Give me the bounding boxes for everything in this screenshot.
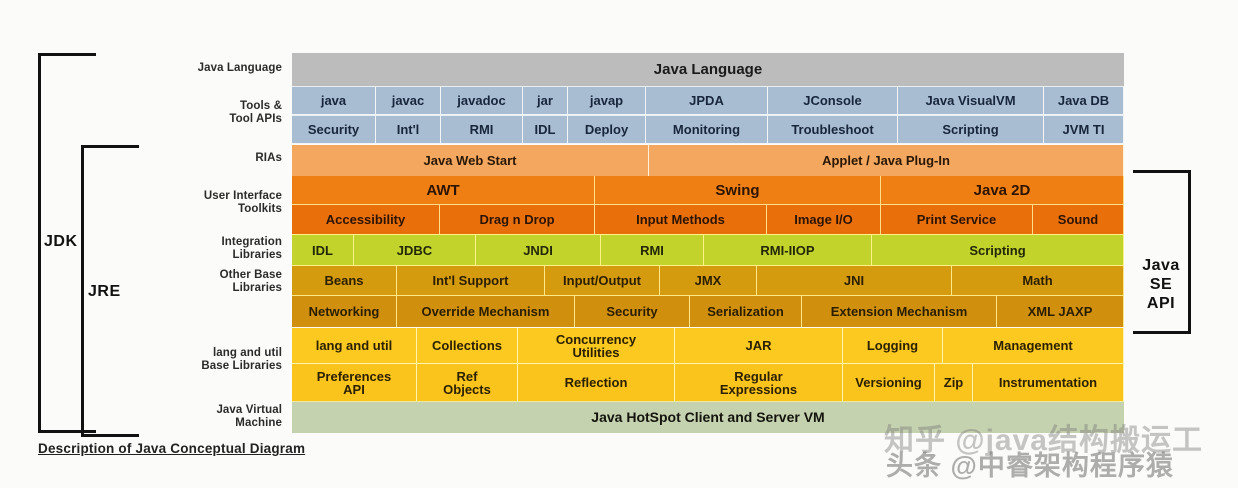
cell-intl[interactable]: Int'l bbox=[376, 116, 441, 144]
cell-jar[interactable]: jar bbox=[523, 87, 568, 115]
row-label-java-language: Java Language bbox=[197, 62, 282, 74]
band-java-virtual-machine: Java HotSpot Client and Server VM bbox=[292, 401, 1124, 433]
cell-rmi-iiop[interactable]: RMI-IIOP bbox=[704, 235, 872, 265]
cell-override-mechanism[interactable]: Override Mechanism bbox=[397, 296, 575, 327]
jdk-bracket-bottom bbox=[38, 430, 96, 433]
cell-management[interactable]: Management bbox=[943, 328, 1124, 364]
java-se-api-bracket-spine bbox=[1188, 170, 1191, 334]
cell-input-methods[interactable]: Input Methods bbox=[595, 205, 767, 234]
cell-logging[interactable]: Logging bbox=[843, 328, 943, 364]
jdk-bracket-top bbox=[38, 53, 96, 56]
jdk-bracket bbox=[38, 53, 100, 433]
cell-extension-mechanism[interactable]: Extension Mechanism bbox=[802, 296, 997, 327]
jre-bracket-spine bbox=[81, 145, 84, 437]
row-label-other-base-libraries: Other Base Libraries bbox=[219, 269, 282, 294]
cell-idl-integration[interactable]: IDL bbox=[292, 235, 354, 265]
cell-preferences-api[interactable]: Preferences API bbox=[292, 364, 417, 401]
cell-jpda[interactable]: JPDA bbox=[646, 87, 768, 115]
jre-bracket bbox=[81, 145, 143, 437]
cell-scripting-integration[interactable]: Scripting bbox=[872, 235, 1124, 265]
cell-java-visualvm[interactable]: Java VisualVM bbox=[898, 87, 1044, 115]
cell-input-output[interactable]: Input/Output bbox=[545, 266, 660, 296]
jre-label: JRE bbox=[88, 283, 121, 300]
cell-lang-and-util[interactable]: lang and util bbox=[292, 328, 417, 364]
cell-java-web-start[interactable]: Java Web Start bbox=[292, 145, 649, 176]
cell-xml-jaxp[interactable]: XML JAXP bbox=[997, 296, 1124, 327]
cell-math[interactable]: Math bbox=[952, 266, 1124, 296]
cell-instrumentation[interactable]: Instrumentation bbox=[973, 364, 1124, 401]
cell-security[interactable]: Security bbox=[292, 116, 376, 144]
cell-beans[interactable]: Beans bbox=[292, 266, 397, 296]
cell-print-service[interactable]: Print Service bbox=[881, 205, 1033, 234]
cell-regular-expressions[interactable]: Regular Expressions bbox=[675, 364, 843, 401]
cell-concurrency-utilities[interactable]: Concurrency Utilities bbox=[518, 328, 675, 364]
row-label-tools: Tools & Tool APIs bbox=[229, 100, 282, 125]
cell-troubleshoot[interactable]: Troubleshoot bbox=[768, 116, 898, 144]
cell-collections[interactable]: Collections bbox=[417, 328, 518, 364]
cell-reflection[interactable]: Reflection bbox=[518, 364, 675, 401]
cell-applet-java-plug-in[interactable]: Applet / Java Plug-In bbox=[649, 145, 1124, 176]
cell-sound[interactable]: Sound bbox=[1033, 205, 1124, 234]
cell-jvm-ti[interactable]: JVM TI bbox=[1044, 116, 1124, 144]
cell-scripting[interactable]: Scripting bbox=[898, 116, 1044, 144]
band-tools-row-2: Security Int'l RMI IDL Deploy Monitoring… bbox=[292, 115, 1124, 144]
band-java-language: Java Language bbox=[292, 53, 1124, 86]
jdk-label: JDK bbox=[44, 233, 78, 250]
band-lang-util-row-1: lang and util Collections Concurrency Ut… bbox=[292, 328, 1124, 364]
cell-networking[interactable]: Networking bbox=[292, 296, 397, 327]
cell-javap[interactable]: javap bbox=[568, 87, 646, 115]
cell-awt[interactable]: AWT bbox=[292, 176, 595, 205]
cell-security-base[interactable]: Security bbox=[575, 296, 690, 327]
row-label-lang-util-base-libraries: lang and util Base Libraries bbox=[201, 347, 282, 372]
row-label-java-virtual-machine: Java Virtual Machine bbox=[216, 404, 282, 429]
cell-idl[interactable]: IDL bbox=[523, 116, 568, 144]
cell-deploy[interactable]: Deploy bbox=[568, 116, 646, 144]
band-other-base-row-1: Beans Int'l Support Input/Output JMX JNI… bbox=[292, 266, 1124, 296]
cell-javac[interactable]: javac bbox=[376, 87, 441, 115]
cell-jdbc[interactable]: JDBC bbox=[354, 235, 476, 265]
cell-java[interactable]: java bbox=[292, 87, 376, 115]
java-se-api-bracket bbox=[1133, 170, 1195, 334]
row-label-integration-libraries: Integration Libraries bbox=[221, 236, 282, 261]
row-label-ui-toolkits: User Interface Toolkits bbox=[203, 190, 282, 215]
cell-serialization[interactable]: Serialization bbox=[690, 296, 802, 327]
cell-jconsole[interactable]: JConsole bbox=[768, 87, 898, 115]
band-rias: Java Web Start Applet / Java Plug-In bbox=[292, 145, 1124, 176]
cell-javadoc[interactable]: javadoc bbox=[441, 87, 523, 115]
band-ui-toolkits-row-1: AWT Swing Java 2D bbox=[292, 176, 1124, 205]
cell-rmi[interactable]: RMI bbox=[441, 116, 523, 144]
cell-ref-objects[interactable]: Ref Objects bbox=[417, 364, 518, 401]
cell-drag-n-drop[interactable]: Drag n Drop bbox=[440, 205, 595, 234]
watermark-toutiao: 头条 @中睿架构程序猿 bbox=[886, 451, 1174, 481]
java-se-api-bracket-top bbox=[1133, 170, 1191, 173]
jdk-bracket-spine bbox=[38, 53, 41, 433]
row-label-rias: RIAs bbox=[255, 152, 282, 164]
jre-bracket-bottom bbox=[81, 434, 139, 437]
java-se-api-label: Java SE API bbox=[1142, 257, 1180, 312]
cell-jndi[interactable]: JNDI bbox=[476, 235, 601, 265]
cell-jni[interactable]: JNI bbox=[757, 266, 952, 296]
band-lang-util-row-2: Preferences API Ref Objects Reflection R… bbox=[292, 364, 1124, 401]
diagram-caption: Description of Java Conceptual Diagram bbox=[38, 441, 306, 456]
cell-jmx[interactable]: JMX bbox=[660, 266, 757, 296]
java-se-api-bracket-bottom bbox=[1133, 331, 1191, 334]
cell-versioning[interactable]: Versioning bbox=[843, 364, 935, 401]
band-other-base-row-2: Networking Override Mechanism Security S… bbox=[292, 296, 1124, 327]
cell-intl-support[interactable]: Int'l Support bbox=[397, 266, 545, 296]
cell-rmi-integration[interactable]: RMI bbox=[601, 235, 704, 265]
cell-java-hotspot-vm[interactable]: Java HotSpot Client and Server VM bbox=[292, 402, 1124, 433]
band-ui-toolkits-row-2: Accessibility Drag n Drop Input Methods … bbox=[292, 205, 1124, 234]
cell-swing[interactable]: Swing bbox=[595, 176, 881, 205]
cell-monitoring[interactable]: Monitoring bbox=[646, 116, 768, 144]
cell-jar-lang[interactable]: JAR bbox=[675, 328, 843, 364]
cell-image-io[interactable]: Image I/O bbox=[767, 205, 881, 234]
cell-accessibility[interactable]: Accessibility bbox=[292, 205, 440, 234]
cell-zip[interactable]: Zip bbox=[935, 364, 973, 401]
band-integration-libraries: IDL JDBC JNDI RMI RMI-IIOP Scripting bbox=[292, 234, 1124, 266]
cell-java-2d[interactable]: Java 2D bbox=[881, 176, 1124, 205]
cell-java-db[interactable]: Java DB bbox=[1044, 87, 1124, 115]
cell-java-language[interactable]: Java Language bbox=[292, 53, 1124, 86]
jre-bracket-top bbox=[81, 145, 139, 148]
band-tools-row-1: java javac javadoc jar javap JPDA JConso… bbox=[292, 86, 1124, 115]
